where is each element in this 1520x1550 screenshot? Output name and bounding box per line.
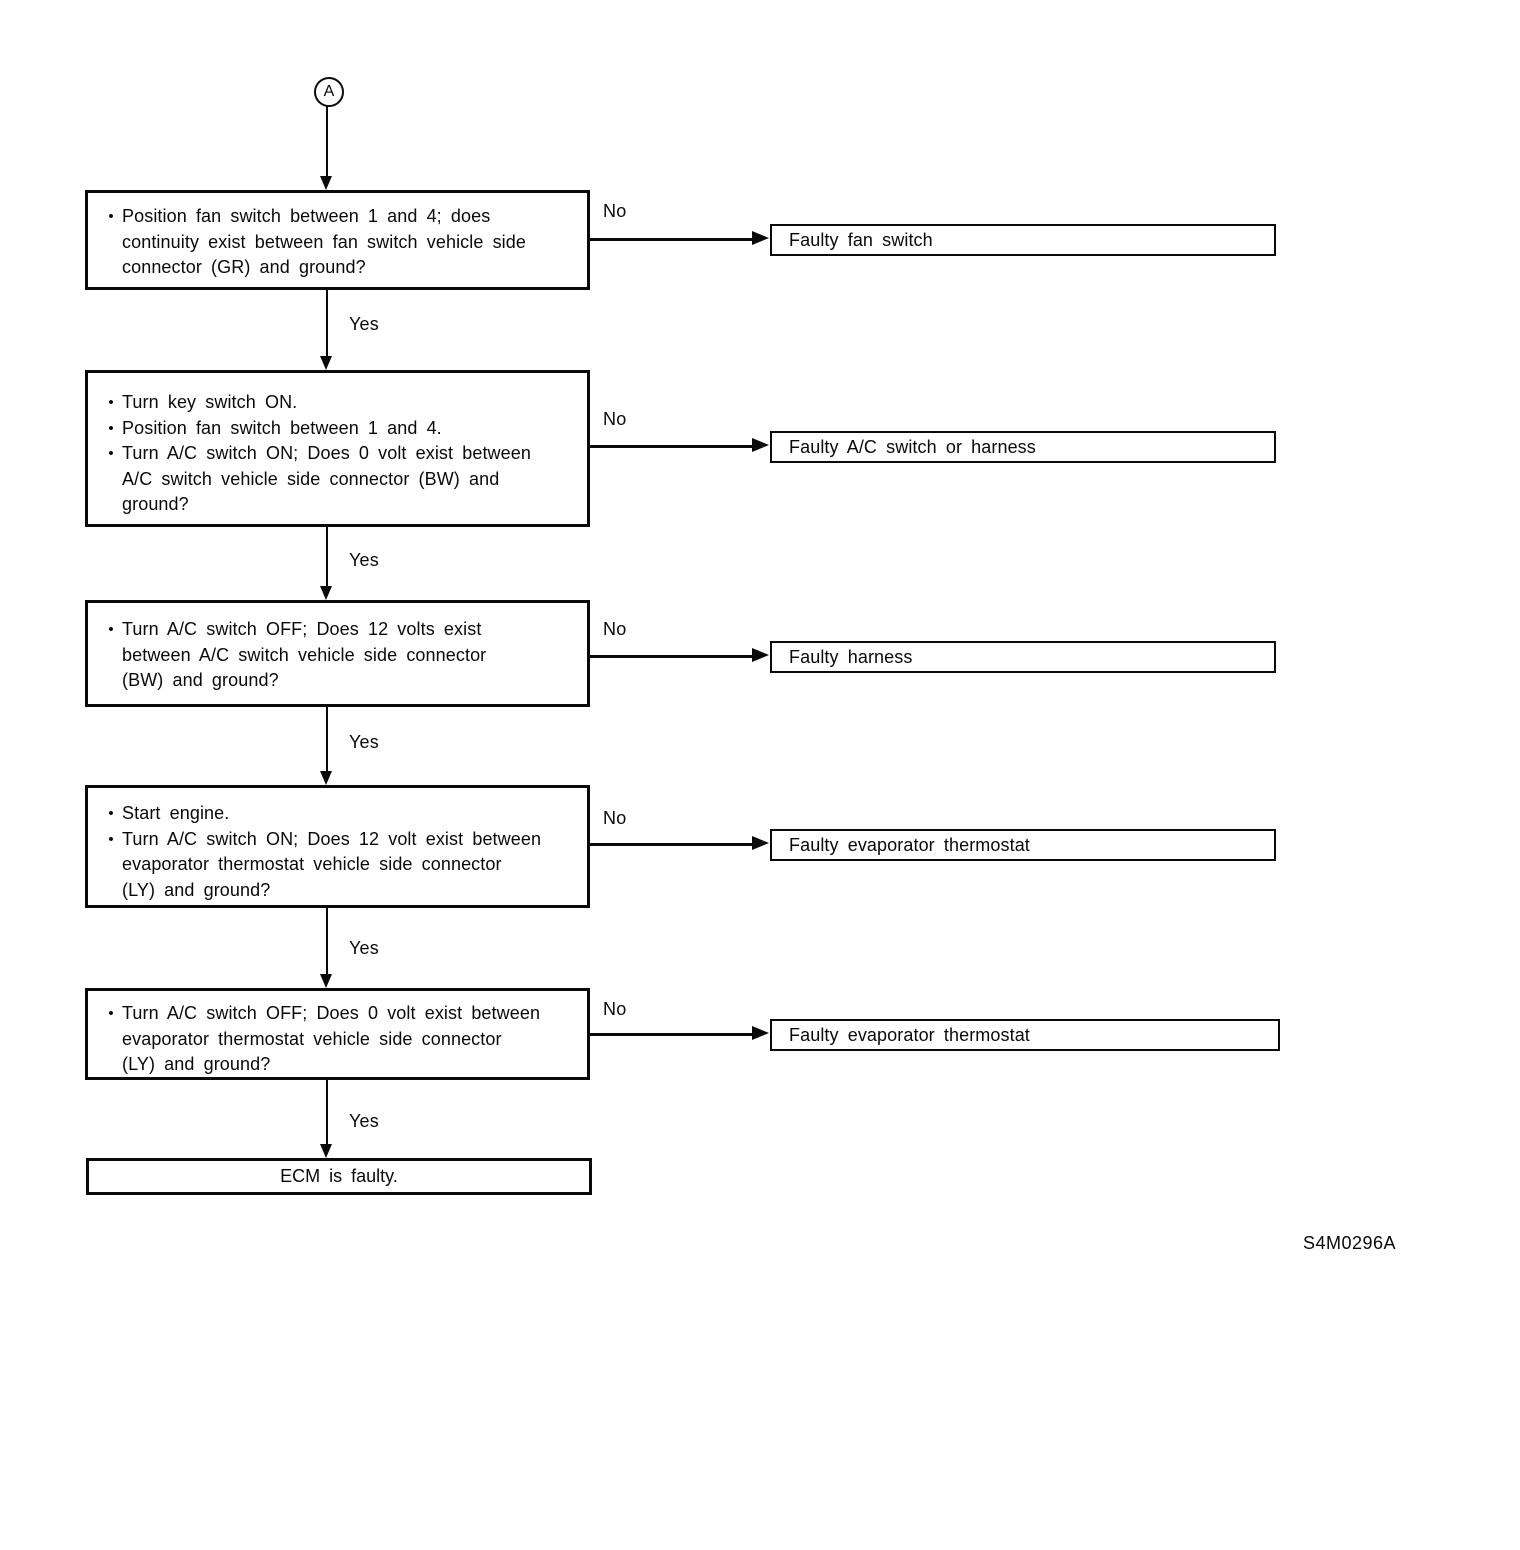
yes-label-1: Yes: [347, 314, 381, 335]
connector-a-badge: A: [314, 77, 344, 107]
terminal-box: ECM is faulty.: [86, 1158, 592, 1195]
yes-label-5: Yes: [347, 1111, 381, 1132]
question-box-1: Position fan switch between 1 and 4; doe…: [85, 190, 590, 290]
question-5-bullet-1-text: Turn A/C switch OFF; Does 0 volt exist b…: [122, 1003, 541, 1074]
question-1-bullet-1-text: Position fan switch between 1 and 4; doe…: [122, 206, 526, 277]
result-2-text: Faulty A/C switch or harness: [789, 436, 1036, 457]
yes-line-1: [326, 290, 328, 356]
no-line-1: [590, 238, 754, 241]
terminal-text: ECM is faulty.: [280, 1166, 398, 1186]
arrowhead-down-3: [320, 771, 332, 785]
arrowhead-down-start: [320, 176, 332, 190]
no-label-4: No: [601, 808, 629, 829]
question-5-bullet-1: Turn A/C switch OFF; Does 0 volt exist b…: [100, 1001, 579, 1078]
question-2-bullet-2: Position fan switch between 1 and 4.: [100, 416, 579, 442]
question-2-bullet-1-text: Turn key switch ON.: [122, 392, 298, 412]
result-4-text: Faulty evaporator thermostat: [789, 834, 1030, 855]
question-4-bullet-1-text: Start engine.: [122, 803, 230, 823]
question-4-bullet-1: Start engine.: [100, 801, 579, 827]
arrowhead-right-5: [752, 1026, 769, 1040]
yes-line-3: [326, 707, 328, 772]
arrowhead-right-2: [752, 438, 769, 452]
result-box-4: Faulty evaporator thermostat: [770, 829, 1276, 861]
question-1-bullet-1: Position fan switch between 1 and 4; doe…: [100, 204, 579, 281]
no-line-4: [590, 843, 754, 846]
question-2-bullet-3: Turn A/C switch ON; Does 0 volt exist be…: [100, 441, 579, 518]
yes-line-2: [326, 527, 328, 587]
result-3-text: Faulty harness: [789, 646, 913, 667]
result-box-3: Faulty harness: [770, 641, 1276, 673]
no-label-5: No: [601, 999, 629, 1020]
no-line-3: [590, 655, 754, 658]
result-box-1: Faulty fan switch: [770, 224, 1276, 256]
no-label-3: No: [601, 619, 629, 640]
question-4-bullet-2: Turn A/C switch ON; Does 12 volt exist b…: [100, 827, 579, 904]
connector-a-label: A: [323, 83, 335, 100]
yes-label-2: Yes: [347, 550, 381, 571]
arrowhead-down-4: [320, 974, 332, 988]
result-box-2: Faulty A/C switch or harness: [770, 431, 1276, 463]
question-box-4: Start engine. Turn A/C switch ON; Does 1…: [85, 785, 590, 908]
arrowhead-down-5: [320, 1144, 332, 1158]
arrowhead-down-2: [320, 586, 332, 600]
arrowhead-right-3: [752, 648, 769, 662]
question-2-bullet-2-text: Position fan switch between 1 and 4.: [122, 417, 442, 438]
question-box-2: Turn key switch ON. Position fan switch …: [85, 370, 590, 527]
result-box-5: Faulty evaporator thermostat: [770, 1019, 1280, 1051]
question-2-bullet-1: Turn key switch ON.: [100, 390, 579, 416]
question-3-bullet-1: Turn A/C switch OFF; Does 12 volts exist…: [100, 617, 579, 694]
question-3-bullet-1-text: Turn A/C switch OFF; Does 12 volts exist…: [122, 619, 487, 690]
flow-line-start: [326, 106, 328, 176]
yes-line-5: [326, 1080, 328, 1145]
no-line-5: [590, 1033, 754, 1036]
no-label-2: No: [601, 409, 629, 430]
yes-label-3: Yes: [347, 732, 381, 753]
arrowhead-right-4: [752, 836, 769, 850]
figure-code: S4M0296A: [1303, 1233, 1397, 1253]
question-box-5: Turn A/C switch OFF; Does 0 volt exist b…: [85, 988, 590, 1080]
no-label-1: No: [601, 201, 629, 222]
arrowhead-down-1: [320, 356, 332, 370]
no-line-2: [590, 445, 754, 448]
question-box-3: Turn A/C switch OFF; Does 12 volts exist…: [85, 600, 590, 707]
arrowhead-right-1: [752, 231, 769, 245]
yes-label-4: Yes: [347, 938, 381, 959]
question-2-bullet-3-text: Turn A/C switch ON; Does 0 volt exist be…: [122, 443, 531, 514]
result-1-text: Faulty fan switch: [789, 229, 933, 250]
result-5-text: Faulty evaporator thermostat: [789, 1024, 1030, 1045]
question-4-bullet-2-text: Turn A/C switch ON; Does 12 volt exist b…: [122, 828, 542, 900]
yes-line-4: [326, 908, 328, 975]
